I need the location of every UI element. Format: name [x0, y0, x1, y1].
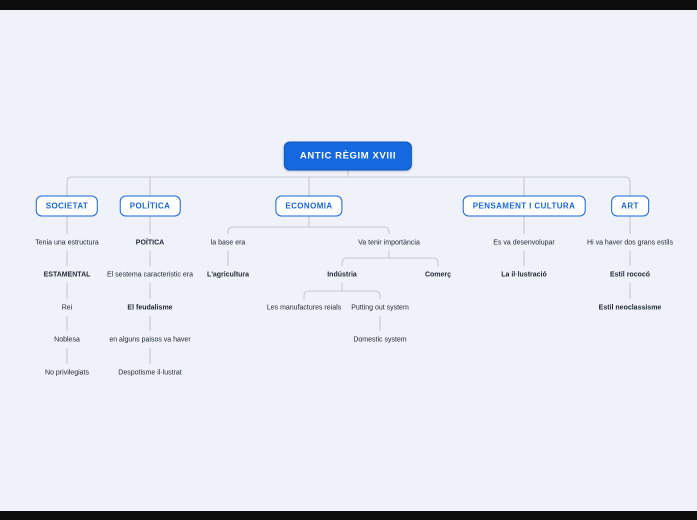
mindmap-node-ilustracio[interactable]: La il·lustració — [501, 271, 547, 279]
mindmap-node-politica[interactable]: POLÍTICA — [119, 195, 181, 217]
mindmap-node-rei[interactable]: Rei — [61, 304, 73, 312]
mindmap-node-tenia[interactable]: Tenia una estructura — [35, 239, 99, 247]
connector-from-industria — [303, 283, 381, 299]
mindmap-node-neoclassisme[interactable]: Estil neoclassisme — [598, 304, 662, 312]
mindmap-node-economia[interactable]: ECONOMIA — [275, 195, 343, 217]
mindmap-node-estamental[interactable]: ESTAMENTAL — [43, 271, 91, 279]
mindmap-node-domestic[interactable]: Domestic system — [353, 336, 407, 344]
mindmap-node-feudalisme[interactable]: El feudalisme — [127, 304, 173, 312]
bottom-letterbox-bar — [0, 511, 697, 520]
mindmap-node-manufactures[interactable]: Les manufactures reials — [266, 304, 342, 312]
mindmap-node-pensament[interactable]: PENSAMENT I CULTURA — [462, 195, 586, 217]
mindmap-node-art[interactable]: ART — [611, 195, 649, 217]
mindmap-node-industria[interactable]: Indústria — [327, 271, 357, 279]
mindmap-node-hiva[interactable]: Hi va haver dos grans estils — [587, 239, 673, 247]
mindmap-node-societat[interactable]: SOCIETAT — [35, 195, 99, 217]
connector-from-root — [66, 170, 631, 196]
mindmap-node-comerc[interactable]: Comerç — [424, 271, 452, 279]
mindmap-node-putting[interactable]: Putting out system — [351, 304, 409, 312]
mindmap-node-root[interactable]: ANTIC RÈGIM XVIII — [283, 141, 413, 171]
mindmap-node-vatenir[interactable]: Va tenir importància — [358, 239, 420, 247]
connector-from-economia — [227, 216, 390, 234]
top-letterbox-bar — [0, 0, 697, 10]
mindmap-node-noblesa[interactable]: Noblesa — [54, 336, 80, 344]
mindmap-node-poitica[interactable]: POÍTICA — [135, 239, 165, 247]
mindmap-node-sestema[interactable]: El sestema caracteristic era — [107, 271, 193, 279]
mindmap-node-base[interactable]: la base era — [210, 239, 246, 247]
mindmap-node-despotisme[interactable]: Despotisme il·lustrat — [118, 369, 182, 377]
mindmap-node-esva[interactable]: Es va desenvolupar — [493, 239, 555, 247]
connector-from-vatenir — [341, 251, 439, 266]
mindmap-node-alguns[interactable]: en alguns paisos va haver — [109, 336, 191, 344]
mindmap-node-nopriv[interactable]: No privilegiats — [45, 369, 89, 377]
mindmap-node-rococo[interactable]: Estil rococó — [609, 271, 651, 279]
mindmap-node-agricultura[interactable]: L'agricultura — [206, 271, 250, 279]
